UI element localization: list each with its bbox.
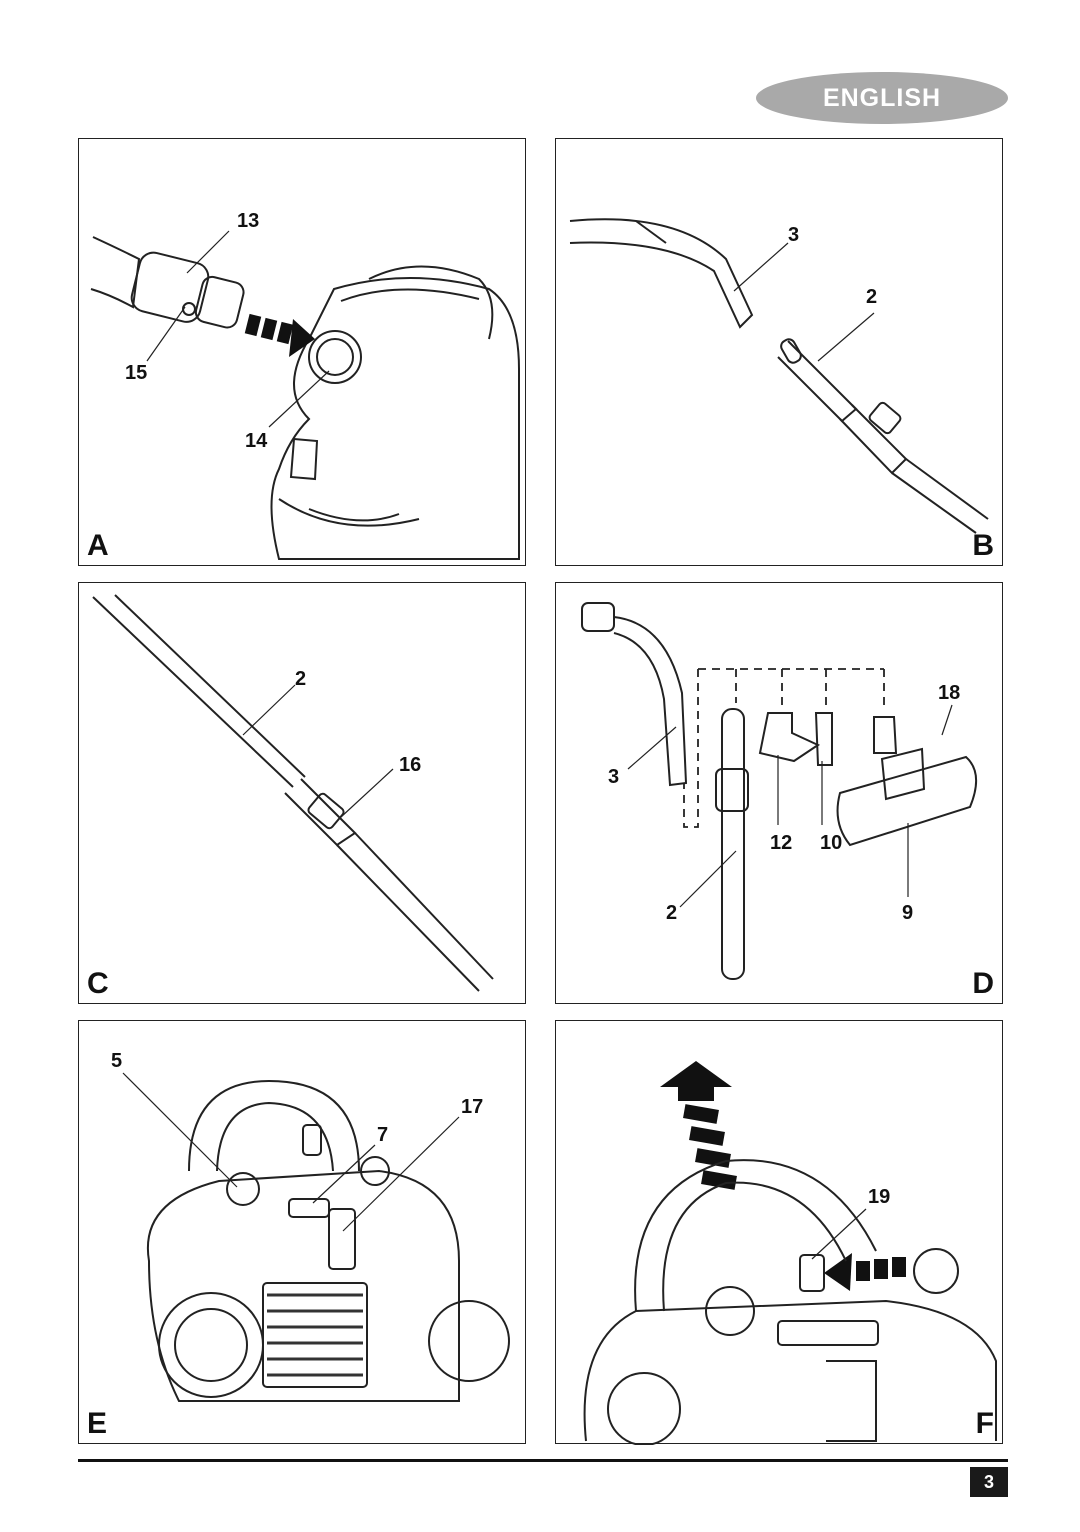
panel-letter-a: A xyxy=(87,529,109,562)
figure-panel-c: 2 16 C xyxy=(78,582,526,1004)
callout-2: 2 xyxy=(866,286,878,308)
accessories-illustration xyxy=(581,602,977,980)
callout-9: 9 xyxy=(902,902,914,924)
panel-letter-f: F xyxy=(975,1407,994,1440)
figure-panel-f: 19 F xyxy=(555,1020,1003,1445)
callout-17: 17 xyxy=(461,1096,484,1118)
callout-3: 3 xyxy=(608,766,620,788)
telescopic-tube-illustration xyxy=(92,594,494,992)
footer-rule xyxy=(78,1459,1008,1462)
panel-letter-e: E xyxy=(87,1407,108,1440)
callout-7: 7 xyxy=(377,1124,389,1146)
figure-panel-d: 18 3 12 10 2 9 D xyxy=(555,582,1003,1004)
panel-letter-b: B xyxy=(972,529,994,562)
figure-panel-a: 13 15 14 A xyxy=(78,138,526,566)
callout-19: 19 xyxy=(868,1186,891,1208)
callout-18: 18 xyxy=(938,682,961,704)
callout-12: 12 xyxy=(770,832,793,854)
callout-2: 2 xyxy=(295,668,307,690)
callout-13: 13 xyxy=(237,210,260,232)
panel-letter-d: D xyxy=(972,967,994,1000)
callout-5: 5 xyxy=(111,1050,123,1072)
figure-panel-e: 5 17 7 E xyxy=(78,1020,526,1444)
handle-tube-illustration xyxy=(569,218,989,534)
figure-panel-b: 3 2 B xyxy=(555,138,1003,566)
callout-14: 14 xyxy=(245,430,268,452)
language-label: ENGLISH xyxy=(822,83,942,112)
callout-10: 10 xyxy=(820,832,843,854)
callout-3: 3 xyxy=(788,224,800,246)
callout-16: 16 xyxy=(399,754,422,776)
vacuum-body-rear-illustration xyxy=(122,1072,510,1402)
page-number: 3 xyxy=(970,1467,1008,1497)
panel-letter-c: C xyxy=(87,967,109,1000)
callout-2: 2 xyxy=(666,902,678,924)
callout-15: 15 xyxy=(125,362,148,384)
language-badge: ENGLISH xyxy=(756,72,1008,124)
hose-connection-illustration xyxy=(90,230,520,560)
dust-container-removal-illustration xyxy=(583,1061,997,1445)
